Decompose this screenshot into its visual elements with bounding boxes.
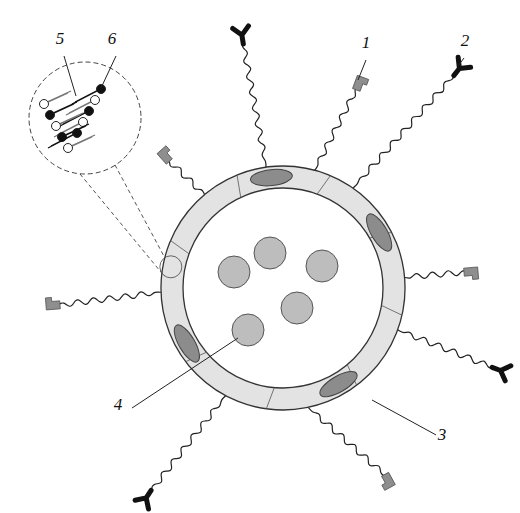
peg-tether [308,407,386,476]
callout-number: 4 [112,395,125,414]
membrane-protein [250,167,293,187]
ligand-symbol [157,146,175,164]
peg-tether [151,396,226,493]
membrane-protein [362,210,397,254]
drug-particle [218,256,250,288]
peg-tether [242,42,266,167]
peg-tether [398,330,494,369]
callout-number: 3 [436,425,449,444]
ligand-symbol [464,267,479,280]
zoom-line [115,165,165,258]
callout-number: 5 [54,29,67,48]
zoom-line [80,174,165,277]
ligand-symbol [378,472,395,490]
peg-tether [353,74,455,188]
antibody-symbol [489,360,511,381]
callout-number: 1 [360,33,373,52]
antibody-symbol [135,486,158,509]
membrane-protein [316,367,360,402]
peg-tether [58,292,161,306]
membrane-protein [169,321,204,365]
callout-number: 2 [459,31,472,50]
bilayer-segments [171,175,402,409]
antibody-symbol [233,26,252,45]
peg-tether [315,88,357,171]
inset-circle [29,62,141,174]
antibody-symbol [448,57,471,80]
peg-tether [169,159,205,194]
leader-line [358,60,366,80]
drug-particle [281,292,313,324]
ligand-symbol [45,297,60,310]
callout-number: 6 [106,29,119,48]
leader-line [372,400,438,436]
leader-line [64,56,76,96]
drug-particle [306,250,338,282]
drug-particle [254,237,286,269]
lipid-bilayer-ring [161,166,405,410]
leader-line [132,338,238,408]
zoom-region [160,256,182,278]
leader-line [101,56,116,88]
peg-tether [405,271,466,279]
leader-line [458,58,464,66]
lipid-molecules [40,85,106,153]
ligand-symbol [353,75,369,92]
drug-particle [232,314,264,346]
